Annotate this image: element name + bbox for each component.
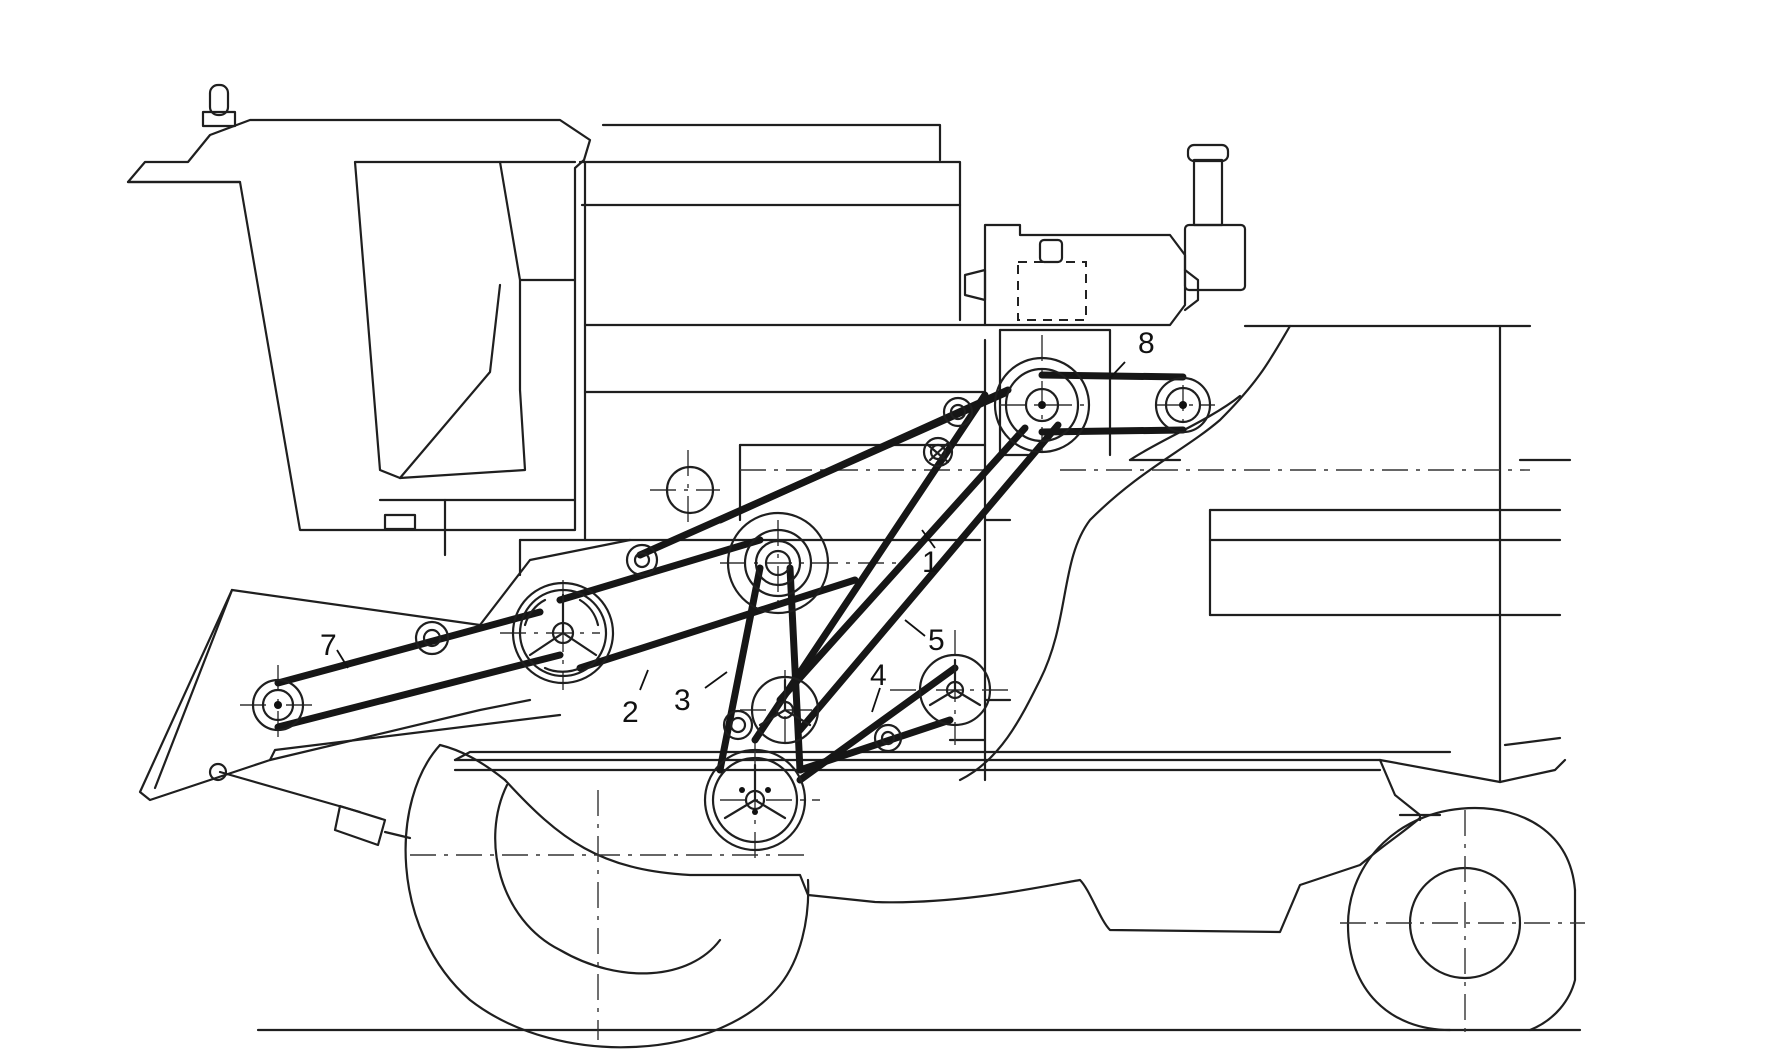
idler-7: [414, 620, 450, 656]
belt-3: [716, 564, 764, 774]
callouts: 1 2 3 4 5 7 8: [320, 327, 1155, 729]
bottom-drive-pulley: [703, 748, 807, 852]
callout-1: 1: [921, 529, 939, 579]
air-filter: [1183, 143, 1247, 292]
svg-text:7: 7: [320, 629, 337, 662]
belt-3-b: [786, 564, 804, 774]
pulleys: [251, 356, 1212, 852]
pulley-8-driven: [1154, 376, 1212, 434]
feeder-house: [138, 538, 632, 847]
grain-tank: [578, 123, 987, 542]
svg-text:2: 2: [622, 696, 639, 729]
centre-lines: [240, 335, 1530, 860]
threshing-frame: [518, 328, 1112, 782]
belt-2-lower: [576, 576, 859, 672]
svg-text:1: 1: [922, 546, 939, 579]
reference-circle: [665, 465, 715, 515]
callout-8: 8: [1109, 327, 1155, 379]
belt-7-lower: [274, 651, 564, 731]
intermediate-pulley: [726, 511, 830, 615]
feeder-pulley: [511, 581, 615, 685]
svg-text:4: 4: [870, 659, 887, 692]
idler-upper-2: [922, 436, 954, 468]
idler-4: [873, 723, 903, 753]
belt-2: [556, 536, 764, 604]
rear-wheel: [1340, 806, 1585, 1040]
callout-4: 4: [870, 659, 887, 713]
pulley-3: [750, 675, 820, 745]
belt-upper-b: [716, 386, 1012, 524]
callout-7: 7: [320, 629, 349, 669]
pulley-4: [918, 653, 992, 727]
header-pulley: [251, 678, 305, 732]
callout-3: 3: [674, 671, 728, 717]
belt-5: [796, 421, 1062, 734]
engine: [963, 223, 1200, 327]
belt-7: [274, 608, 544, 687]
belt-1: [776, 424, 1029, 704]
belt-8-b: [1038, 426, 1187, 436]
callout-2: 2: [622, 669, 649, 729]
belt-4-b: [796, 716, 954, 774]
idler-upper-1: [942, 396, 974, 428]
machine-body: [453, 324, 1572, 934]
idler-feeder: [625, 543, 659, 577]
cab: [126, 118, 592, 557]
svg-text:5: 5: [928, 624, 945, 657]
callout-5: 5: [904, 619, 945, 657]
engine-pulley: [993, 356, 1091, 454]
svg-text:8: 8: [1138, 327, 1155, 360]
belt-drives: [274, 371, 1187, 784]
beacon-light-icon: [201, 83, 237, 128]
idler-3: [722, 709, 754, 741]
front-wheel: [404, 743, 810, 1049]
svg-text:3: 3: [674, 684, 691, 717]
